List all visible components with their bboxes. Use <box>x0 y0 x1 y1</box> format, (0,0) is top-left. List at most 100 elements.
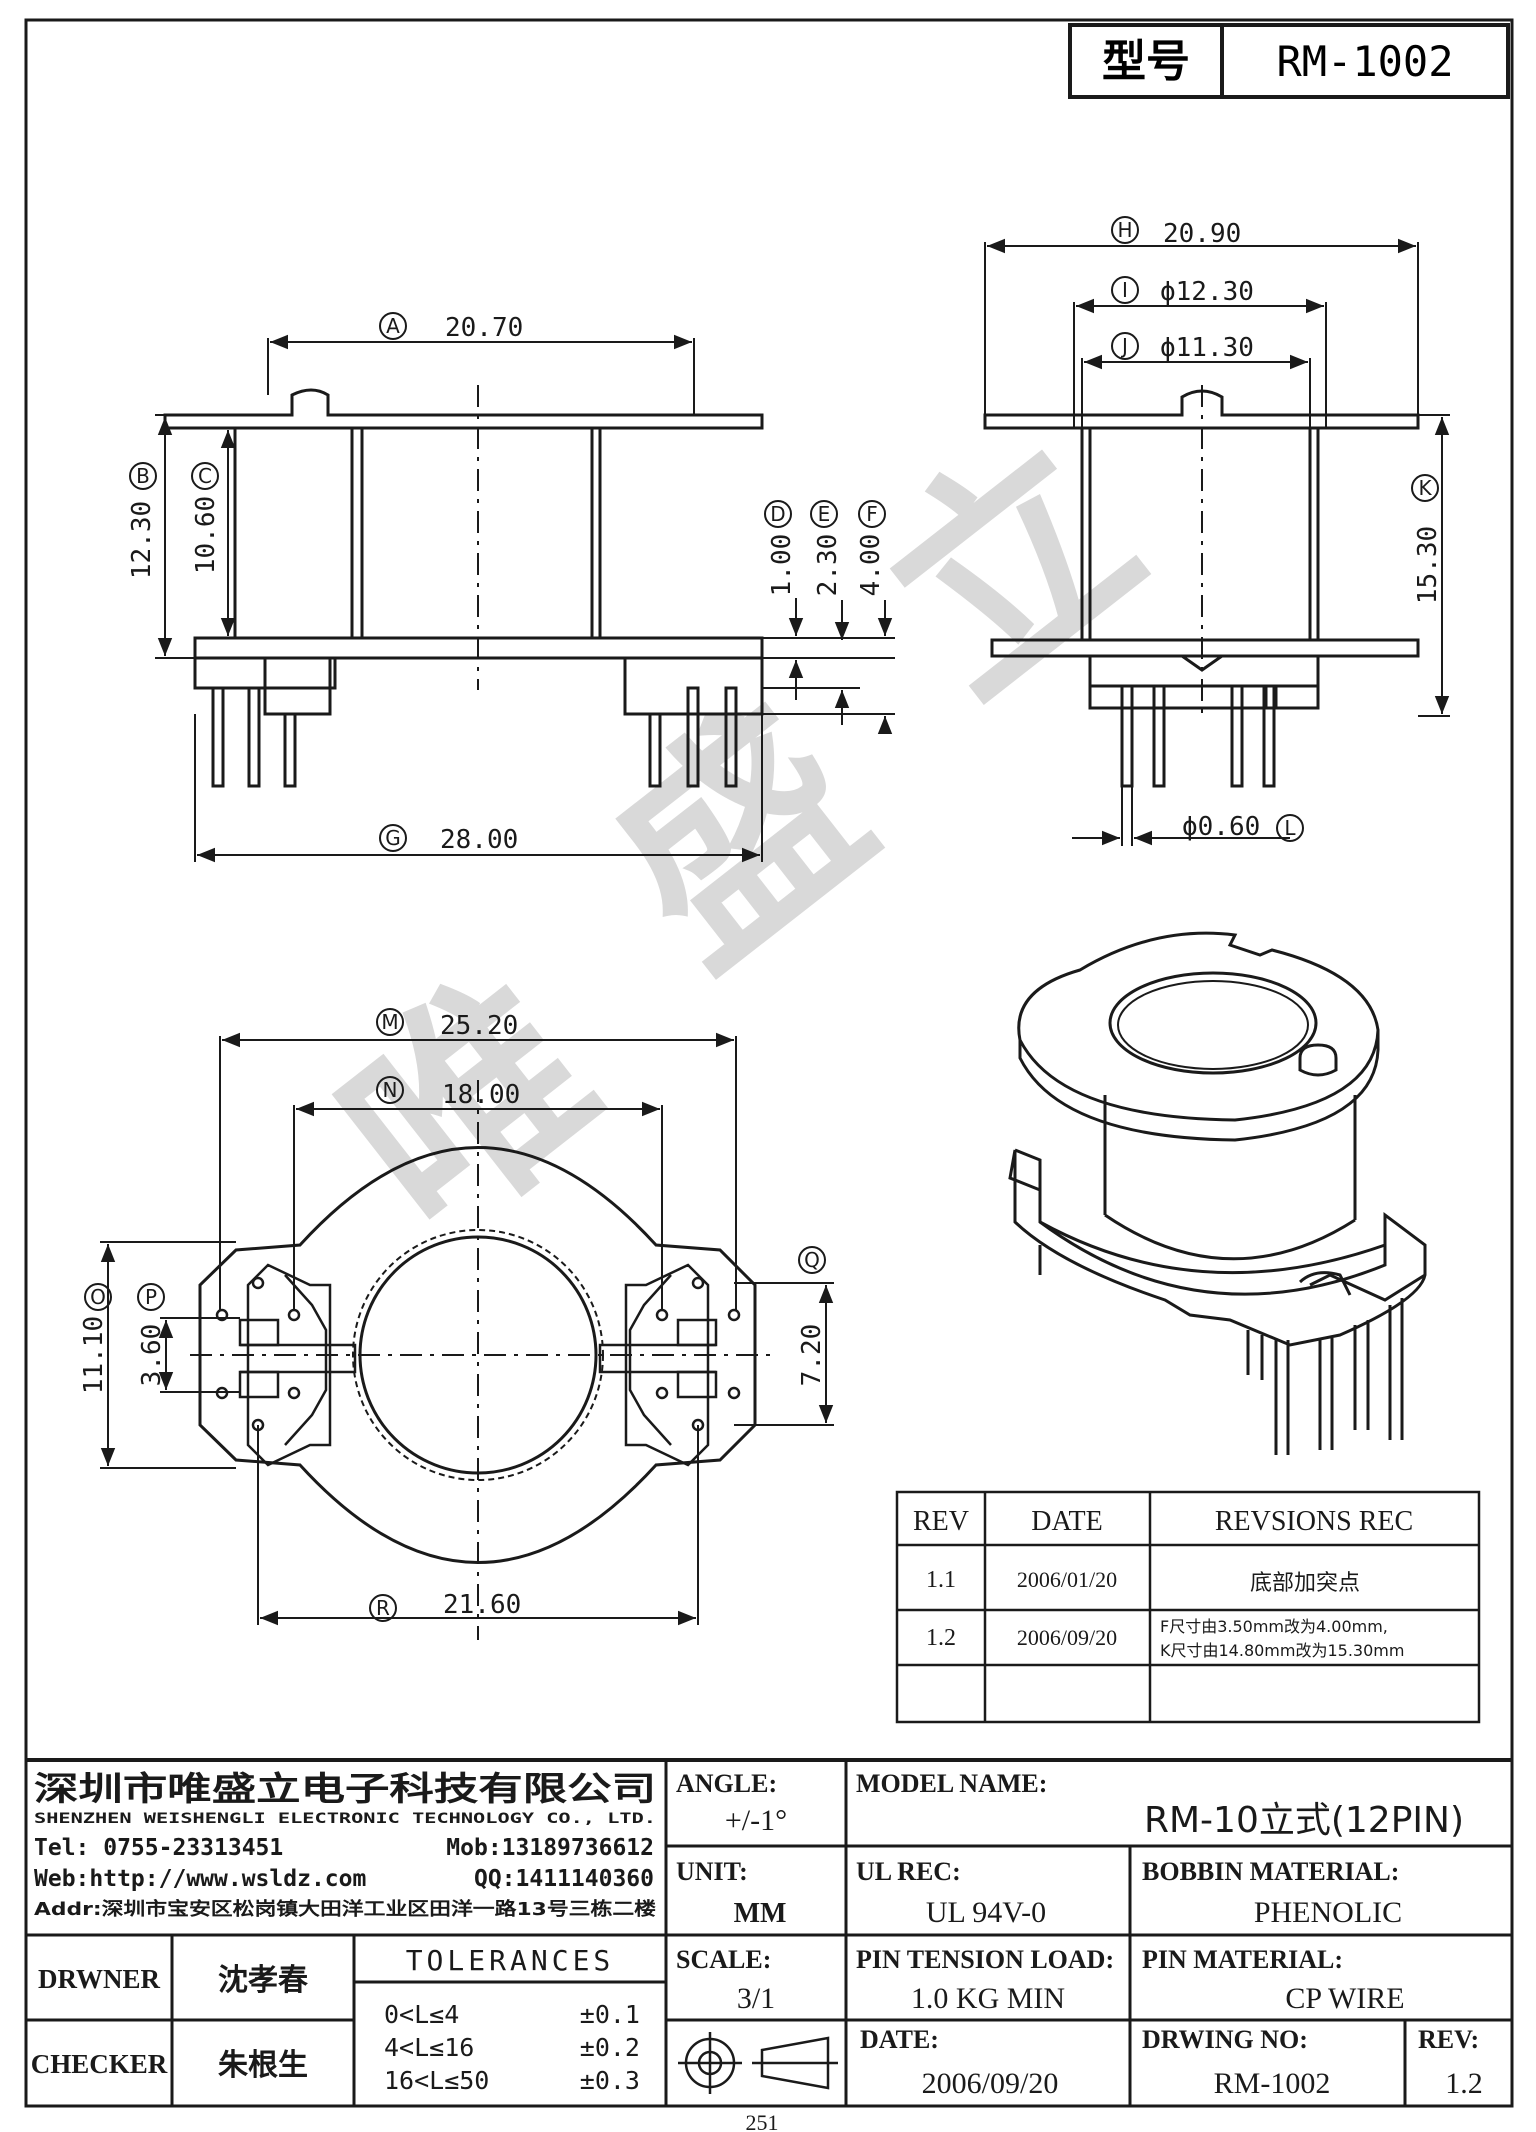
svg-text:G: G <box>385 826 401 850</box>
side-view <box>983 385 1420 788</box>
dim-j-value: ϕ11.30 <box>1160 333 1254 363</box>
ref-j: J <box>1111 332 1139 360</box>
pin-material-label: PIN MATERIAL: <box>1142 1945 1343 1974</box>
svg-text:P: P <box>145 1285 157 1309</box>
company-name-cn: 深圳市唯盛立电子科技有限公司 <box>34 1769 656 1808</box>
svg-text:K: K <box>1418 476 1432 500</box>
tolerance-row-1-value: ±0.1 <box>580 2000 640 2029</box>
ref-k: K <box>1411 474 1439 502</box>
ref-d: D <box>764 500 792 528</box>
drawing-no-value: RM-1002 <box>1214 2067 1331 2100</box>
revision-table <box>895 1490 1481 1724</box>
scale-label: SCALE: <box>676 1945 771 1974</box>
unit-value: MM <box>734 1898 787 1929</box>
dim-i-value: ϕ12.30 <box>1160 277 1254 307</box>
ref-p: P <box>137 1283 165 1311</box>
dim-c-value: 10.60 <box>191 496 221 574</box>
ref-l: L <box>1276 814 1304 842</box>
dim-b-value: 12.30 <box>127 501 157 579</box>
ref-a: A <box>379 312 407 340</box>
tolerance-row-3-range: 16<L≤50 <box>384 2066 489 2095</box>
ref-e: E <box>810 500 838 528</box>
pin-tension-label: PIN TENSION LOAD: <box>856 1945 1114 1974</box>
ref-n: N <box>376 1076 404 1104</box>
checker-label: CHECKER <box>31 2049 168 2079</box>
rev-header-rec: REVSIONS REC <box>1215 1506 1413 1537</box>
pin-tension-value: 1.0 KG MIN <box>911 1982 1065 2015</box>
page-number: 251 <box>746 2110 779 2132</box>
svg-text:B: B <box>136 464 150 488</box>
drawer-label: DRWNER <box>38 1964 161 1994</box>
rev-row-2-rec-line-2: K尺寸由14.80mm改为15.30mm <box>1160 1641 1404 1660</box>
header-model-value: RM-1002 <box>1276 37 1453 86</box>
isometric-view <box>1008 931 1427 1455</box>
svg-text:O: O <box>90 1285 106 1309</box>
revision-table-text: REV DATE REVSIONS REC 1.1 2006/01/20 底部加… <box>913 1506 1413 1660</box>
tolerance-row-3-value: ±0.3 <box>580 2066 640 2095</box>
side-view-dimensions <box>984 238 1450 846</box>
tolerance-row-1-range: 0<L≤4 <box>384 2000 459 2029</box>
rev-row-1-rec: 底部加突点 <box>1250 1571 1360 1596</box>
company-name-en: SHENZHEN WEISHENGLI ELECTRONIC TECHNOLOG… <box>34 1811 656 1827</box>
drawer-value: 沈孝春 <box>218 1963 308 1998</box>
date-label: DATE: <box>860 2025 939 2054</box>
rev-row-2-rev: 1.2 <box>926 1625 956 1651</box>
ref-b: B <box>129 462 157 490</box>
date-value: 2006/09/20 <box>922 2067 1059 2100</box>
title-block-lines <box>26 1758 1512 2106</box>
header-model-box: 型号 RM-1002 <box>1068 23 1510 99</box>
dim-q-value: 7.20 <box>797 1324 827 1387</box>
rev-row-1-date: 2006/01/20 <box>1017 1567 1117 1592</box>
unit-label: UNIT: <box>676 1857 748 1886</box>
svg-text:N: N <box>383 1078 398 1102</box>
rev-header-rev: REV <box>913 1506 969 1537</box>
ref-g: G <box>379 824 407 852</box>
front-view-dimensions <box>155 334 895 863</box>
ref-m: M <box>376 1008 404 1036</box>
rev-value: 1.2 <box>1445 2067 1483 2100</box>
model-name-value: RM-10立式(12PIN) <box>1144 1800 1464 1841</box>
svg-text:H: H <box>1117 218 1132 242</box>
company-address: Addr:深圳市宝安区松岗镇大田洋工业区田洋一路13号三栋二楼 <box>34 1898 656 1920</box>
rev-row-2-date: 2006/09/20 <box>1017 1625 1117 1650</box>
ref-h: H <box>1111 216 1139 244</box>
title-block-text: 深圳市唯盛立电子科技有限公司 SHENZHEN WEISHENGLI ELECT… <box>31 1769 1483 2100</box>
scale-value: 3/1 <box>737 1982 775 2015</box>
bottom-view-dimensions <box>100 1032 834 1626</box>
svg-text:C: C <box>198 464 212 488</box>
angle-value: +/-1° <box>725 1804 787 1837</box>
bobbin-material-value: PHENOLIC <box>1254 1896 1402 1929</box>
svg-text:M: M <box>381 1010 398 1034</box>
company-qq: QQ:1411140360 <box>474 1866 654 1892</box>
dim-d-value: 1.00 <box>767 534 797 597</box>
company-mob: Mob:13189736612 <box>446 1835 654 1861</box>
pin-material-value: CP WIRE <box>1285 1982 1404 2015</box>
ref-c: C <box>191 462 219 490</box>
rev-label: REV: <box>1418 2025 1479 2054</box>
drawing-no-label: DRWING NO: <box>1142 2025 1308 2054</box>
rev-row-2-rec-line-1: F尺寸由3.50mm改为4.00mm, <box>1160 1617 1388 1636</box>
checker-value: 朱根生 <box>218 2048 308 2083</box>
watermark: 立 盛 唯 <box>299 392 1185 1284</box>
dim-n-value: 18.00 <box>442 1080 520 1110</box>
dim-f-value: 4.00 <box>856 534 886 597</box>
ref-r: R <box>369 1594 397 1622</box>
dim-e-value: 2.30 <box>813 534 843 597</box>
svg-text:D: D <box>770 502 785 526</box>
svg-text:L: L <box>1284 816 1296 840</box>
svg-text:J: J <box>1120 334 1128 358</box>
dim-a-value: 20.70 <box>445 313 523 343</box>
rev-row-1-rev: 1.1 <box>926 1567 956 1593</box>
header-model-label: 型号 <box>1102 36 1190 87</box>
front-view <box>163 385 764 788</box>
ul-rec-label: UL REC: <box>856 1857 961 1886</box>
svg-text:E: E <box>818 502 831 526</box>
tolerances-label: TOLERANCES <box>406 1944 615 1977</box>
svg-text:Q: Q <box>804 1248 820 1272</box>
dim-l-value: ϕ0.60 <box>1182 812 1260 842</box>
ul-rec-value: UL 94V-0 <box>926 1896 1046 1929</box>
ref-f: F <box>858 500 886 528</box>
svg-text:F: F <box>866 502 878 526</box>
svg-text:A: A <box>386 314 400 338</box>
